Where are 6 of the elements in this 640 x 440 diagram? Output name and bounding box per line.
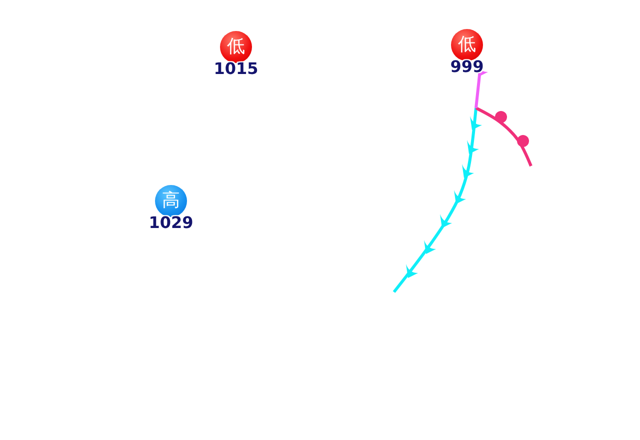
low-pressure-marker: 低 [451,29,483,61]
pressure-value: 1029 [148,214,194,232]
low-pressure-marker: 低 [220,31,252,63]
high-pressure-marker: 高 [155,185,187,217]
pressure-value: 1015 [214,60,258,78]
pressure-value: 999 [450,58,484,76]
